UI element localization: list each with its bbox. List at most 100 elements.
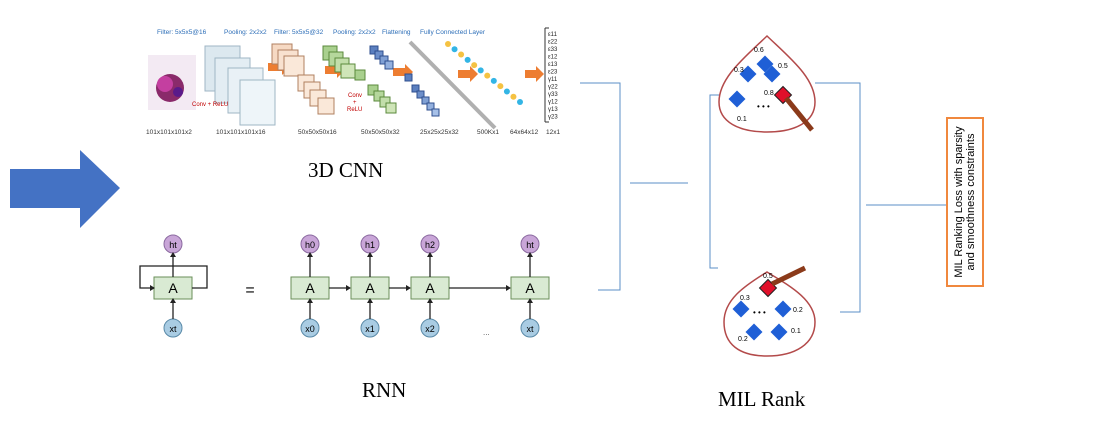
rnn-cell-label: A: [365, 280, 375, 296]
fc-node: [451, 46, 458, 53]
output-vector-item: γ11: [548, 77, 558, 83]
rnn-input-label: x0: [305, 324, 315, 334]
pool1-stack: [271, 43, 335, 115]
conv-label-2: Conv: [348, 93, 362, 99]
input-blob: [173, 87, 183, 97]
instance-score: 0.1: [737, 116, 747, 123]
cnn-top-label: Flattening: [382, 29, 411, 36]
output-vector-item: γ23: [548, 115, 558, 121]
conv1-stack: [204, 45, 276, 126]
output-vector-item: γ33: [548, 92, 558, 98]
output-vector-item: ε13: [548, 62, 558, 68]
svg-text:ReLU: ReLU: [347, 107, 362, 113]
instance-score: 0.1: [791, 328, 801, 335]
cnn-top-label: Fully Connected Layer: [420, 29, 486, 36]
fc-node: [517, 99, 523, 105]
fc-node: [484, 72, 491, 79]
cnn-bottom-label: 500Kx1: [477, 129, 499, 136]
orange-arrow: [525, 66, 544, 82]
connector-left-bracket: [580, 82, 621, 291]
rnn-hidden-label: h1: [365, 240, 375, 250]
conv-label: Conv + ReLU: [192, 102, 228, 108]
instance-diamond: [763, 65, 781, 83]
cnn-bottom-label: 101x101x101x16: [216, 129, 266, 136]
fc-node: [471, 62, 478, 69]
fc-layer: [445, 41, 523, 105]
loss-label-line1: MIL Ranking Loss with sparsity: [953, 126, 965, 278]
selector-stick: [770, 265, 807, 287]
svg-text:+: +: [353, 100, 357, 106]
fc-node: [510, 93, 517, 100]
connectors: [580, 82, 946, 313]
orange-arrow: [458, 66, 478, 82]
fc-node: [490, 77, 497, 84]
instance-diamond: [756, 55, 774, 73]
instance-score: 0.5: [778, 63, 788, 70]
input-arrow: [10, 150, 120, 228]
rnn-input-label: xt: [526, 324, 534, 334]
selector-stick: [784, 96, 814, 132]
fc-node: [503, 88, 510, 95]
mil-ranking-loss-box: MIL Ranking Loss with sparsity and smoot…: [946, 117, 984, 287]
rnn-equals: =: [245, 282, 254, 299]
pool2-stack: [369, 45, 440, 117]
caption-rnn: RNN: [362, 378, 407, 402]
instance-score: 0.6: [754, 47, 764, 54]
mil-bag-bottom: 0.5 0.3 0.2 0.1 0.2 • • •: [723, 265, 816, 357]
fc-node: [464, 56, 471, 63]
caption-3d-cnn: 3D CNN: [308, 158, 384, 182]
rnn-cell-label: A: [525, 280, 535, 296]
instance-ellipsis: • • •: [757, 102, 770, 111]
instance-score: 0.3: [740, 295, 750, 302]
cnn-bottom-label: 12x1: [546, 129, 560, 136]
instance-diamond: [728, 90, 746, 108]
output-vector-item: ε23: [548, 70, 558, 76]
output-vector-item: γ22: [548, 85, 558, 91]
cnn-bottom-label: 50x50x50x32: [361, 129, 400, 136]
instance-score: 0.5: [763, 273, 773, 280]
instance-diamond: [732, 300, 750, 318]
cnn-top-label: Filter: 5x5x5@32: [274, 29, 324, 36]
rnn-hidden-label: h0: [305, 240, 315, 250]
cnn-bottom-label: 101x101x101x2: [146, 129, 192, 136]
rnn-hidden-label: h2: [425, 240, 435, 250]
rnn-input-label: xt: [169, 324, 177, 334]
rnn-hidden-label: ht: [526, 240, 534, 250]
rnn-unrolled: Ah0 x0 Ah1 x1 Ah2 x2 Aht xt: [290, 234, 550, 338]
rnn-hidden-label: ht: [169, 240, 177, 250]
cnn-diagram: Filter: 5x5x5@16 Pooling: 2x2x2 Filter: …: [146, 27, 560, 136]
rnn-ellipsis: ...: [483, 328, 490, 337]
rnn-input-label: x2: [425, 324, 435, 334]
cnn-top-label: Pooling: 2x2x2: [333, 29, 376, 36]
instance-score: 0.8: [764, 90, 774, 97]
rnn-cell-label: A: [425, 280, 435, 296]
input-blob: [157, 76, 173, 92]
rnn-cell-label: A: [168, 280, 178, 296]
instance-diamond: [774, 300, 792, 318]
instance-score: 0.2: [738, 336, 748, 343]
rnn-cell-label: A: [305, 280, 315, 296]
cnn-top-label: Filter: 5x5x5@16: [157, 29, 207, 36]
mil-bag-top: 0.6 0.3 0.5 0.8 0.1 • • •: [718, 34, 816, 133]
output-vector-item: γ12: [548, 100, 558, 106]
loss-label-line2: and smoothness constraints: [965, 133, 977, 271]
conv2-stack: [322, 45, 397, 114]
connector-mil-bracket: [709, 94, 720, 269]
output-vector-item: ε22: [548, 40, 558, 46]
output-vector-item: ε33: [548, 47, 558, 53]
instance-score: 0.2: [793, 307, 803, 314]
rnn-input-label: x1: [365, 324, 375, 334]
cnn-bottom-label: 25x25x25x32: [420, 129, 459, 136]
caption-mil-rank: MIL Rank: [718, 387, 806, 411]
instance-ellipsis: • • •: [753, 308, 766, 317]
cnn-top-label: Pooling: 2x2x2: [224, 29, 267, 36]
connector-right-bracket: [815, 82, 861, 313]
instance-diamond: [745, 323, 763, 341]
output-vector-item: ε11: [548, 32, 558, 38]
output-vector-item: ε12: [548, 55, 558, 61]
cnn-bottom-label: 50x50x50x16: [298, 129, 337, 136]
cnn-bottom-label: 64x64x12: [510, 129, 539, 136]
instance-diamond: [739, 65, 757, 83]
